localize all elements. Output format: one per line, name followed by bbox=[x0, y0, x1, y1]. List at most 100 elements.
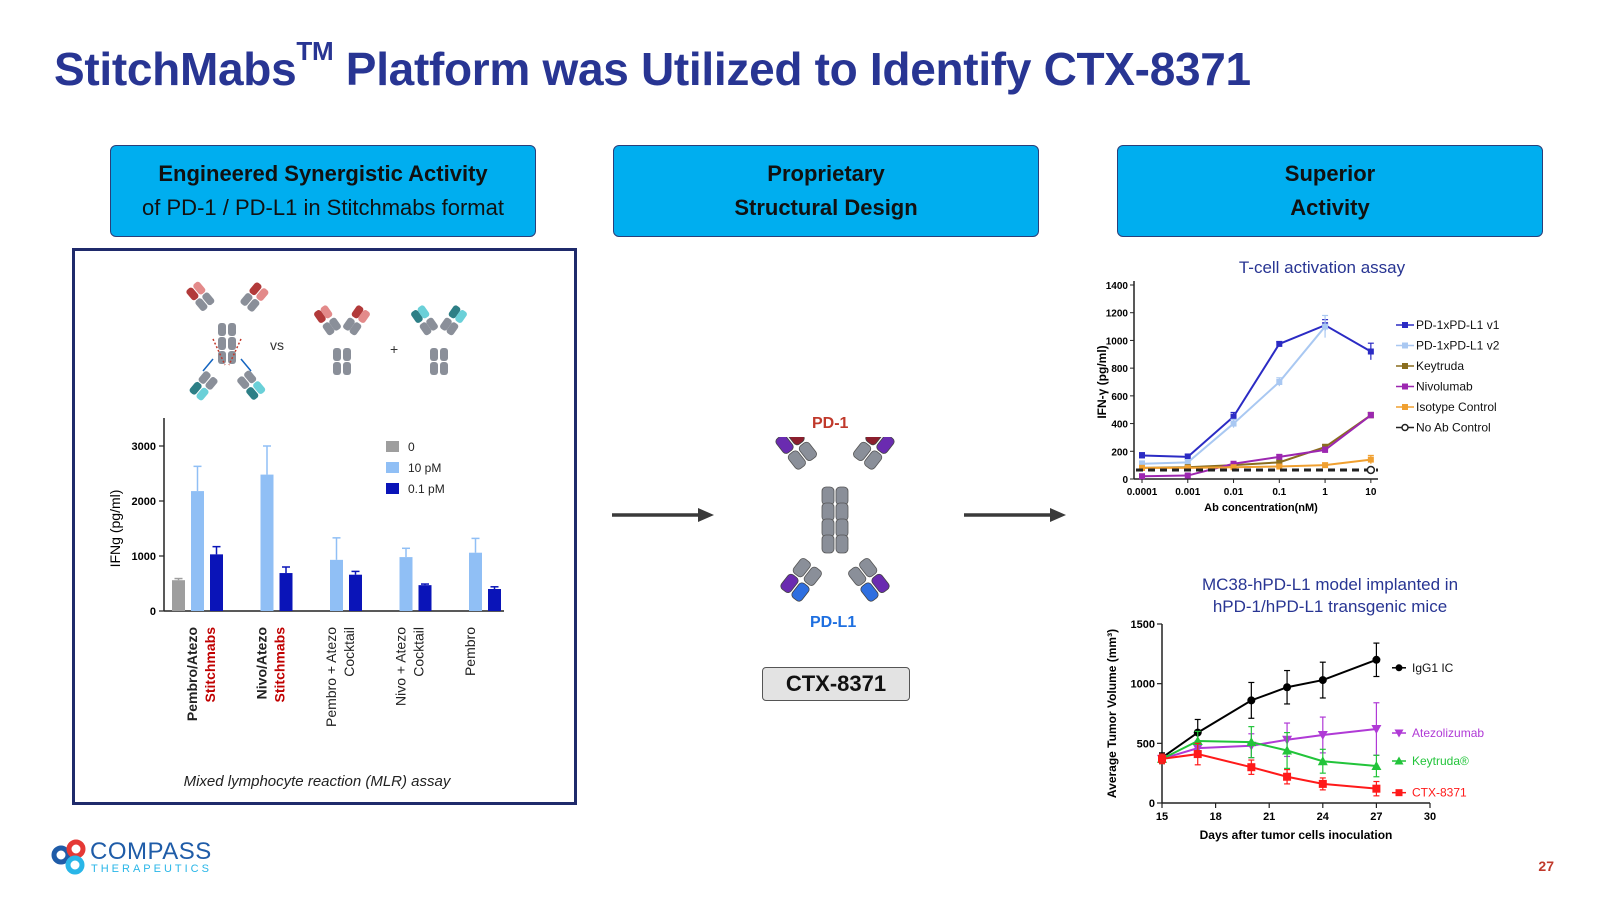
tcell-chart-title: T-cell activation assay bbox=[1238, 258, 1406, 277]
x-tick-label: 15 bbox=[1156, 811, 1168, 823]
antibody-domain bbox=[430, 362, 438, 375]
legend-label: Keytruda bbox=[1416, 359, 1464, 373]
compass-logo-icon bbox=[51, 839, 86, 875]
antibody-variable-domain bbox=[246, 387, 259, 400]
antibody-domain bbox=[440, 362, 448, 375]
molecule-arm bbox=[775, 437, 817, 470]
data-point bbox=[1276, 340, 1283, 347]
antibody-domain bbox=[835, 534, 849, 554]
pd1-label: PD-1 bbox=[812, 415, 849, 432]
category-label: Stitchmabs bbox=[202, 627, 218, 703]
category-label: Cocktail bbox=[341, 627, 357, 677]
antibody-domain bbox=[848, 566, 867, 586]
molecule-arm bbox=[848, 558, 890, 602]
data-point bbox=[1184, 453, 1191, 460]
legend-label: Nivolumab bbox=[1416, 380, 1473, 394]
bar bbox=[469, 552, 482, 611]
legend-label: IgG1 IC bbox=[1412, 661, 1454, 675]
x-tick-label: 0.1 bbox=[1272, 487, 1286, 498]
antibody-domain bbox=[247, 298, 260, 312]
title-tm: TM bbox=[296, 36, 334, 66]
antibody-domain bbox=[426, 317, 438, 331]
y-tick-label: 0 bbox=[1149, 798, 1155, 810]
x-tick-label: 18 bbox=[1209, 811, 1221, 823]
antibody-domain bbox=[237, 376, 250, 390]
antibody-domain bbox=[835, 518, 849, 538]
mc38-title-line1: MC38-hPD-L1 model implanted in bbox=[1201, 575, 1459, 594]
header-3-line2: Activity bbox=[1290, 195, 1370, 220]
bar bbox=[191, 491, 204, 611]
data-point bbox=[1247, 696, 1256, 705]
bar bbox=[488, 589, 501, 611]
legend-label: Isotype Control bbox=[1416, 400, 1497, 414]
antibody-domain bbox=[430, 348, 438, 361]
header-box-superior: Superior Activity bbox=[1117, 145, 1543, 237]
data-point bbox=[1139, 452, 1145, 459]
bar bbox=[172, 580, 185, 611]
mlr-panel bbox=[72, 248, 577, 805]
data-point bbox=[1371, 761, 1382, 771]
header-3-line1: Superior bbox=[1284, 161, 1376, 186]
data-point bbox=[1184, 472, 1191, 479]
data-point bbox=[1139, 464, 1145, 471]
data-point bbox=[1322, 446, 1329, 453]
antibody-variable-domain bbox=[791, 582, 810, 602]
category-label: Pembro + Atezo bbox=[323, 627, 339, 727]
antibody-domain bbox=[333, 348, 341, 361]
data-point bbox=[1192, 735, 1203, 745]
legend-swatch bbox=[386, 483, 399, 494]
data-point bbox=[1394, 729, 1404, 738]
header-box-synergistic: Engineered Synergistic Activity of PD-1 … bbox=[110, 145, 536, 237]
antibody-domain bbox=[218, 337, 226, 350]
ctx-8371-structure-icon bbox=[775, 437, 895, 602]
data-point bbox=[1395, 664, 1403, 672]
y-tick-label: 2000 bbox=[132, 496, 156, 508]
antibody-domain bbox=[329, 317, 341, 331]
antibody-domain bbox=[228, 323, 236, 336]
legend-label: CTX-8371 bbox=[1412, 786, 1467, 800]
data-point bbox=[1366, 465, 1376, 475]
y-axis-label: Average Tumor Volume (mm³) bbox=[1105, 629, 1119, 798]
antibody-arm bbox=[411, 305, 438, 336]
antibody-variable-domain bbox=[256, 288, 269, 301]
antibody-variable-domain bbox=[189, 381, 202, 395]
data-point bbox=[1246, 737, 1257, 747]
antibody-icon bbox=[411, 305, 467, 375]
stitchmab-arm bbox=[240, 282, 269, 312]
x-tick-label: 27 bbox=[1370, 811, 1382, 823]
data-point bbox=[1230, 420, 1237, 427]
antibody-domain bbox=[349, 322, 362, 336]
legend-marker bbox=[1402, 383, 1408, 390]
y-tick-label: 1400 bbox=[1106, 281, 1129, 292]
antibody-variable-domain bbox=[186, 287, 199, 301]
antibody-domain bbox=[240, 293, 253, 306]
title-main: StitchMabs bbox=[54, 43, 297, 95]
y-tick-label: 1000 bbox=[1131, 679, 1155, 691]
y-axis-label: IFN-γ (pg/ml) bbox=[1095, 345, 1109, 418]
series-line bbox=[1142, 458, 1371, 469]
antibody-domain bbox=[198, 371, 211, 384]
antibody-variable-domain bbox=[411, 310, 423, 323]
y-tick-label: 600 bbox=[1111, 392, 1128, 403]
series-line bbox=[1161, 658, 1377, 759]
antibody-domain bbox=[205, 376, 218, 390]
series-line bbox=[1141, 325, 1326, 465]
antibody-domain bbox=[343, 348, 351, 361]
y-tick-label: 500 bbox=[1137, 738, 1155, 750]
antibody-arm bbox=[314, 305, 341, 336]
y-tick-label: 1000 bbox=[1106, 336, 1129, 347]
data-point bbox=[1158, 754, 1166, 763]
data-point bbox=[1247, 763, 1256, 772]
data-point bbox=[1276, 453, 1283, 460]
page-number: 27 bbox=[1538, 858, 1554, 874]
category-label: Pembro bbox=[462, 627, 478, 676]
antibody-domain bbox=[343, 362, 351, 375]
antibody-domain bbox=[821, 502, 835, 522]
legend-marker bbox=[1402, 342, 1408, 349]
arrow-right-icon bbox=[964, 508, 1066, 522]
antibody-domain bbox=[244, 370, 257, 384]
compass-logo: COMPASS THERAPEUTICS bbox=[48, 838, 228, 878]
data-point bbox=[1276, 459, 1283, 466]
